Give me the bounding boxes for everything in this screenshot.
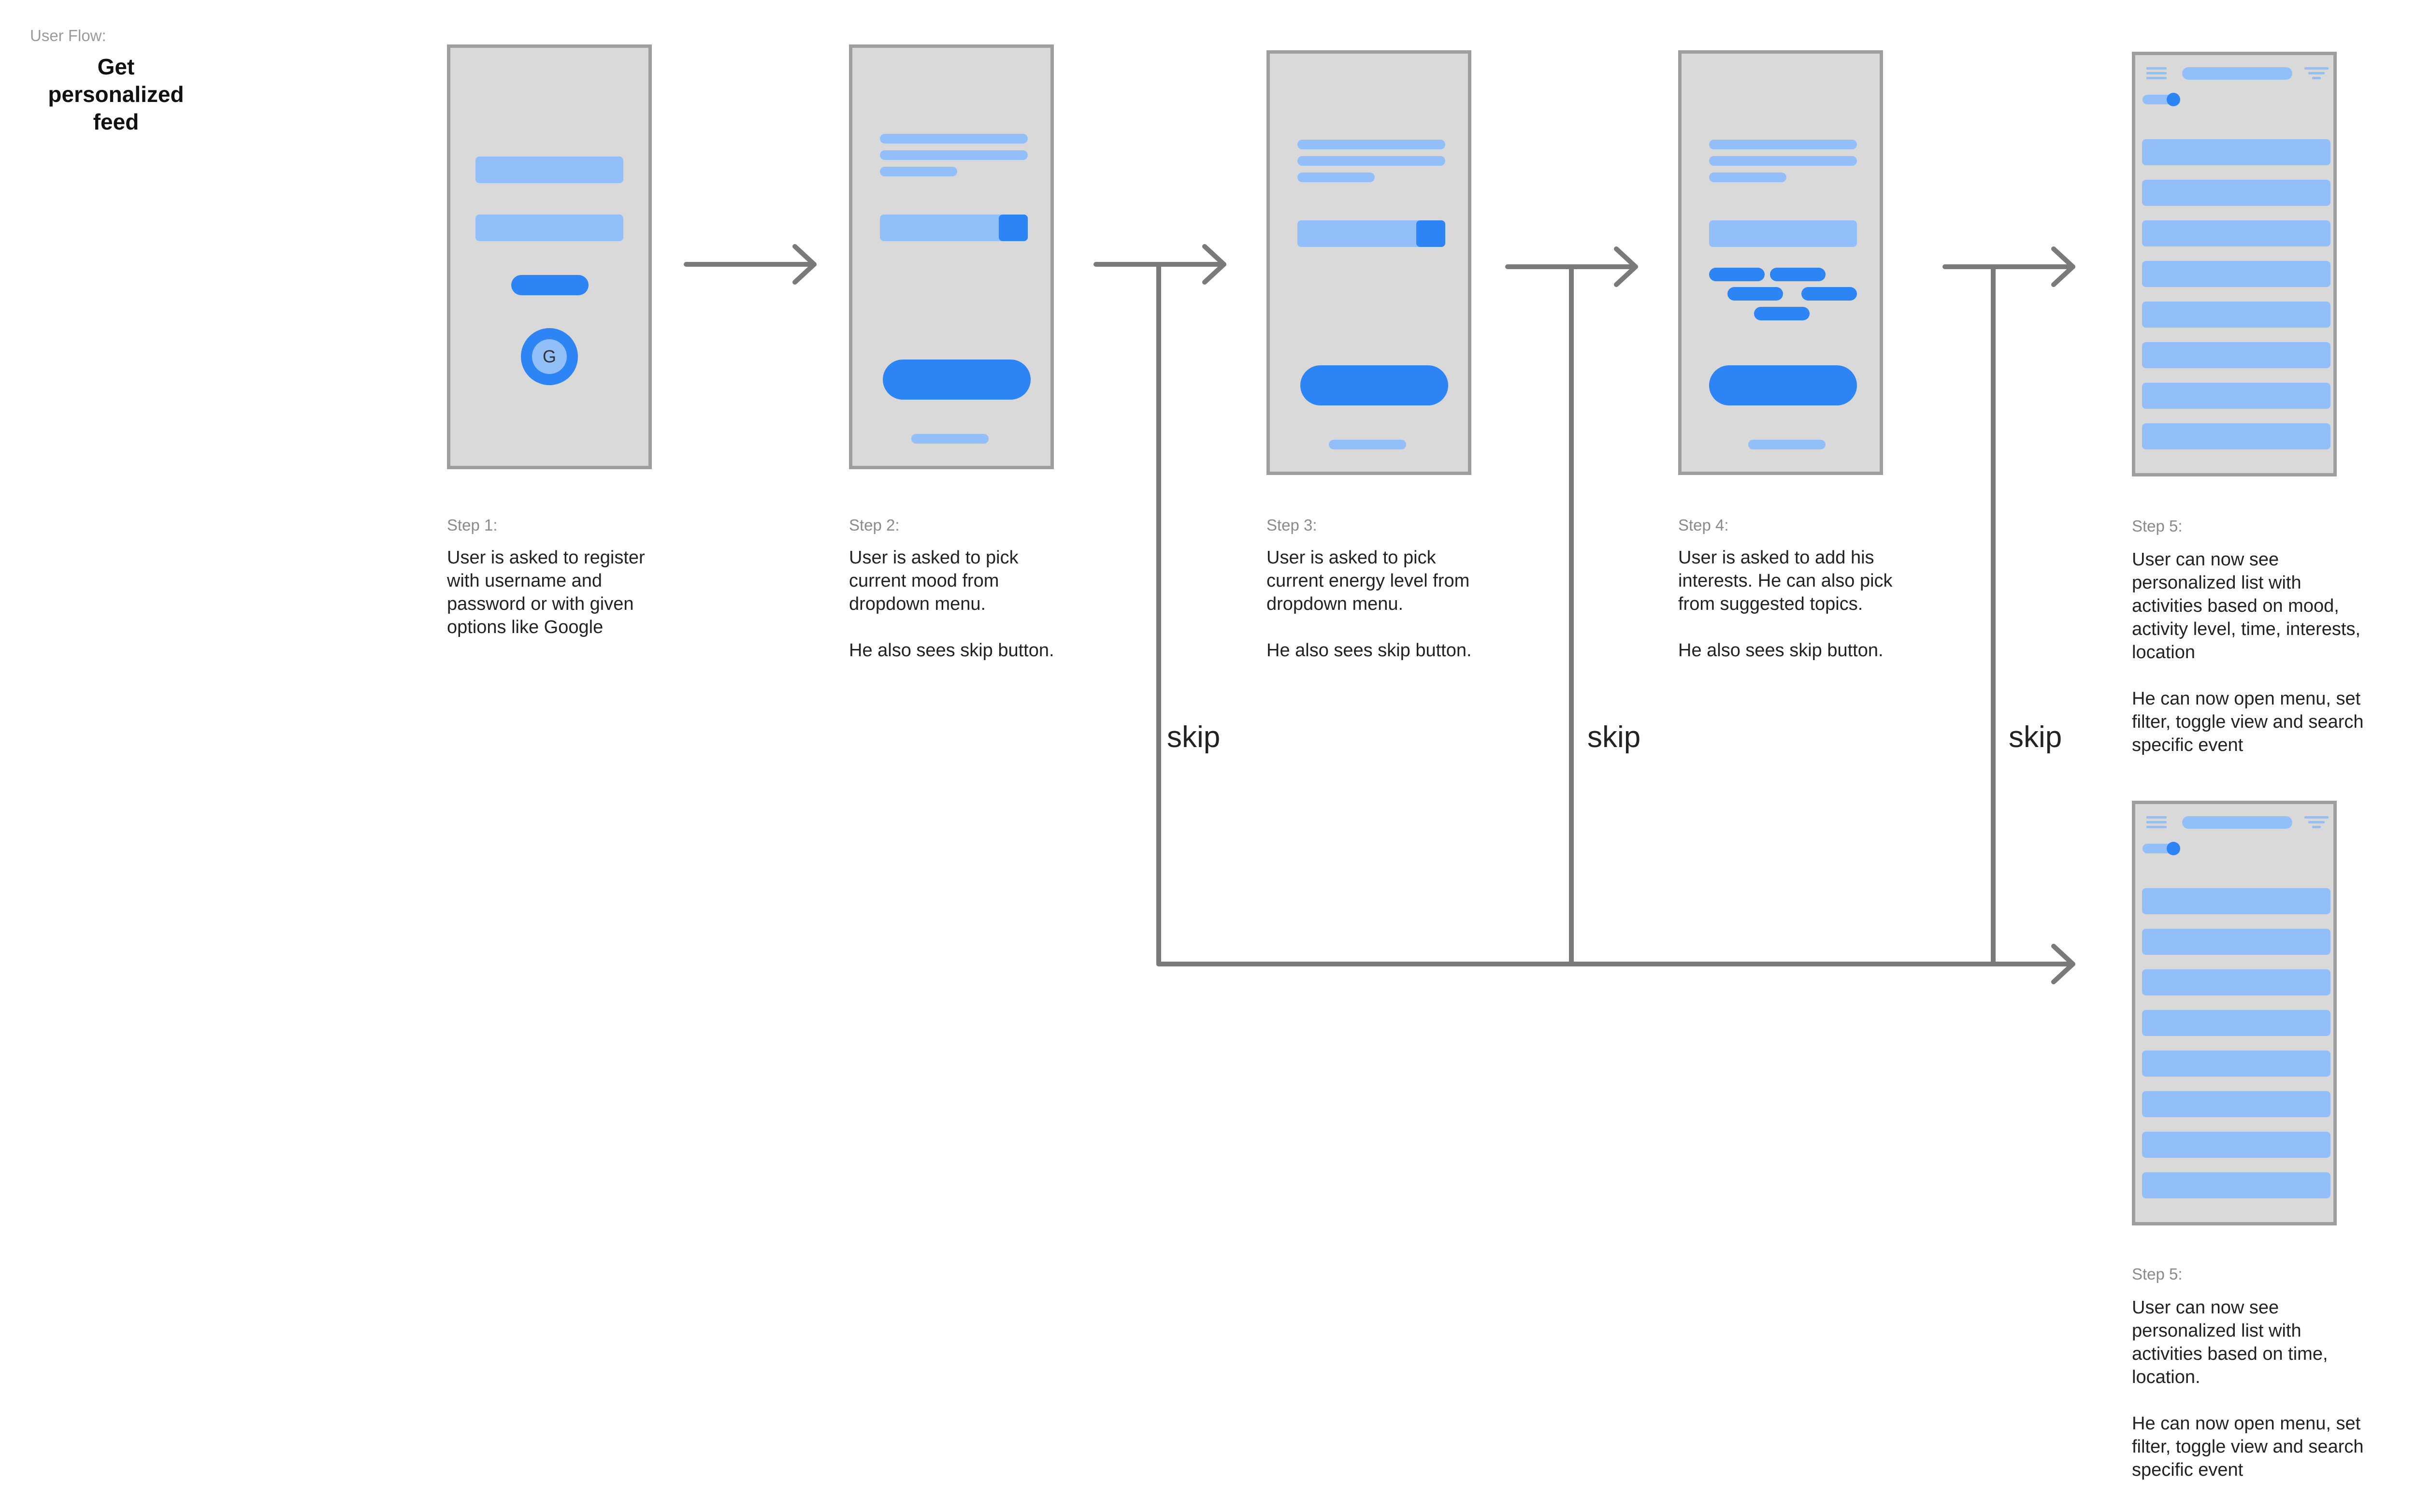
step-description: User is asked to pick current mood from …: [849, 547, 1054, 661]
text-line: [880, 167, 957, 176]
topic-chip: [1770, 268, 1826, 281]
dropdown-toggle: [999, 215, 1028, 241]
interests-input: [1709, 220, 1857, 247]
skip-link: [911, 434, 989, 444]
list-item: [2142, 180, 2330, 206]
text-line: [1297, 140, 1445, 149]
step-description: User is asked to register with username …: [447, 547, 645, 637]
list-item: [2142, 1010, 2330, 1036]
topic-chip: [1727, 287, 1783, 301]
next-button: [1709, 365, 1857, 405]
list-item: [2142, 929, 2330, 955]
step-description: User is asked to pick current energy lev…: [1266, 547, 1472, 661]
password-field: [475, 215, 623, 241]
list-item: [2142, 1132, 2330, 1158]
skip-link: [1329, 440, 1406, 449]
text-line: [880, 134, 1028, 144]
list-item: [2142, 220, 2330, 246]
phone-energy-level: [1266, 50, 1471, 475]
text-line: [1709, 156, 1857, 166]
user-flow-label: User Flow:: [30, 27, 106, 44]
next-button: [1300, 365, 1448, 405]
step-label: Step 5:: [2132, 517, 2183, 535]
phone-default-feed: [2132, 801, 2337, 1225]
text-line: [1709, 140, 1857, 149]
list-item: [2142, 342, 2330, 368]
step-label: Step 2:: [849, 516, 900, 534]
text-line: [1297, 173, 1375, 182]
step-description: User is asked to add his interests. He c…: [1678, 547, 1893, 661]
search-bar: [2182, 816, 2292, 829]
login-button: [511, 275, 589, 295]
text-line: [1709, 173, 1786, 182]
dropdown-toggle: [1416, 220, 1445, 247]
view-toggle: [2143, 842, 2180, 855]
list-item: [2142, 423, 2330, 449]
skip-link: [1748, 440, 1826, 449]
menu-icon: [2146, 816, 2167, 829]
phone-register: G: [447, 44, 652, 469]
flow-title: Get personalized feed: [48, 54, 184, 134]
list-item: [2142, 1172, 2330, 1198]
list-item: [2142, 302, 2330, 328]
skip-label: skip: [1587, 720, 1641, 754]
menu-icon: [2146, 67, 2167, 80]
step-description: User can now see personalized list with …: [2132, 549, 2364, 755]
list-item: [2142, 1051, 2330, 1077]
phone-personalized-feed: [2132, 52, 2337, 476]
list-item: [2142, 969, 2330, 995]
topic-chip: [1709, 268, 1765, 281]
search-bar: [2182, 67, 2292, 80]
list-item: [2142, 261, 2330, 287]
phone-mood: [849, 44, 1054, 469]
username-field: [475, 157, 623, 183]
list-item: [2142, 383, 2330, 409]
step-description: User can now see personalized list with …: [2132, 1297, 2364, 1480]
skip-label: skip: [1167, 720, 1221, 754]
phone-interests: [1678, 50, 1883, 475]
step-label: Step 1:: [447, 516, 498, 534]
text-line: [880, 150, 1028, 160]
filter-icon: [2304, 816, 2329, 829]
google-login-button: G: [521, 328, 578, 385]
topic-chip: [1754, 307, 1810, 320]
step-label: Step 5:: [2132, 1265, 2183, 1283]
list-item: [2142, 888, 2330, 914]
step-label: Step 3:: [1266, 516, 1317, 534]
topic-chip: [1801, 287, 1857, 301]
filter-icon: [2304, 67, 2329, 80]
view-toggle: [2143, 93, 2180, 106]
next-button: [883, 360, 1031, 400]
text-line: [1297, 156, 1445, 166]
list-item: [2142, 1091, 2330, 1117]
list-item: [2142, 139, 2330, 165]
step-label: Step 4:: [1678, 516, 1729, 534]
skip-label: skip: [2009, 720, 2062, 754]
google-icon: G: [532, 339, 567, 374]
